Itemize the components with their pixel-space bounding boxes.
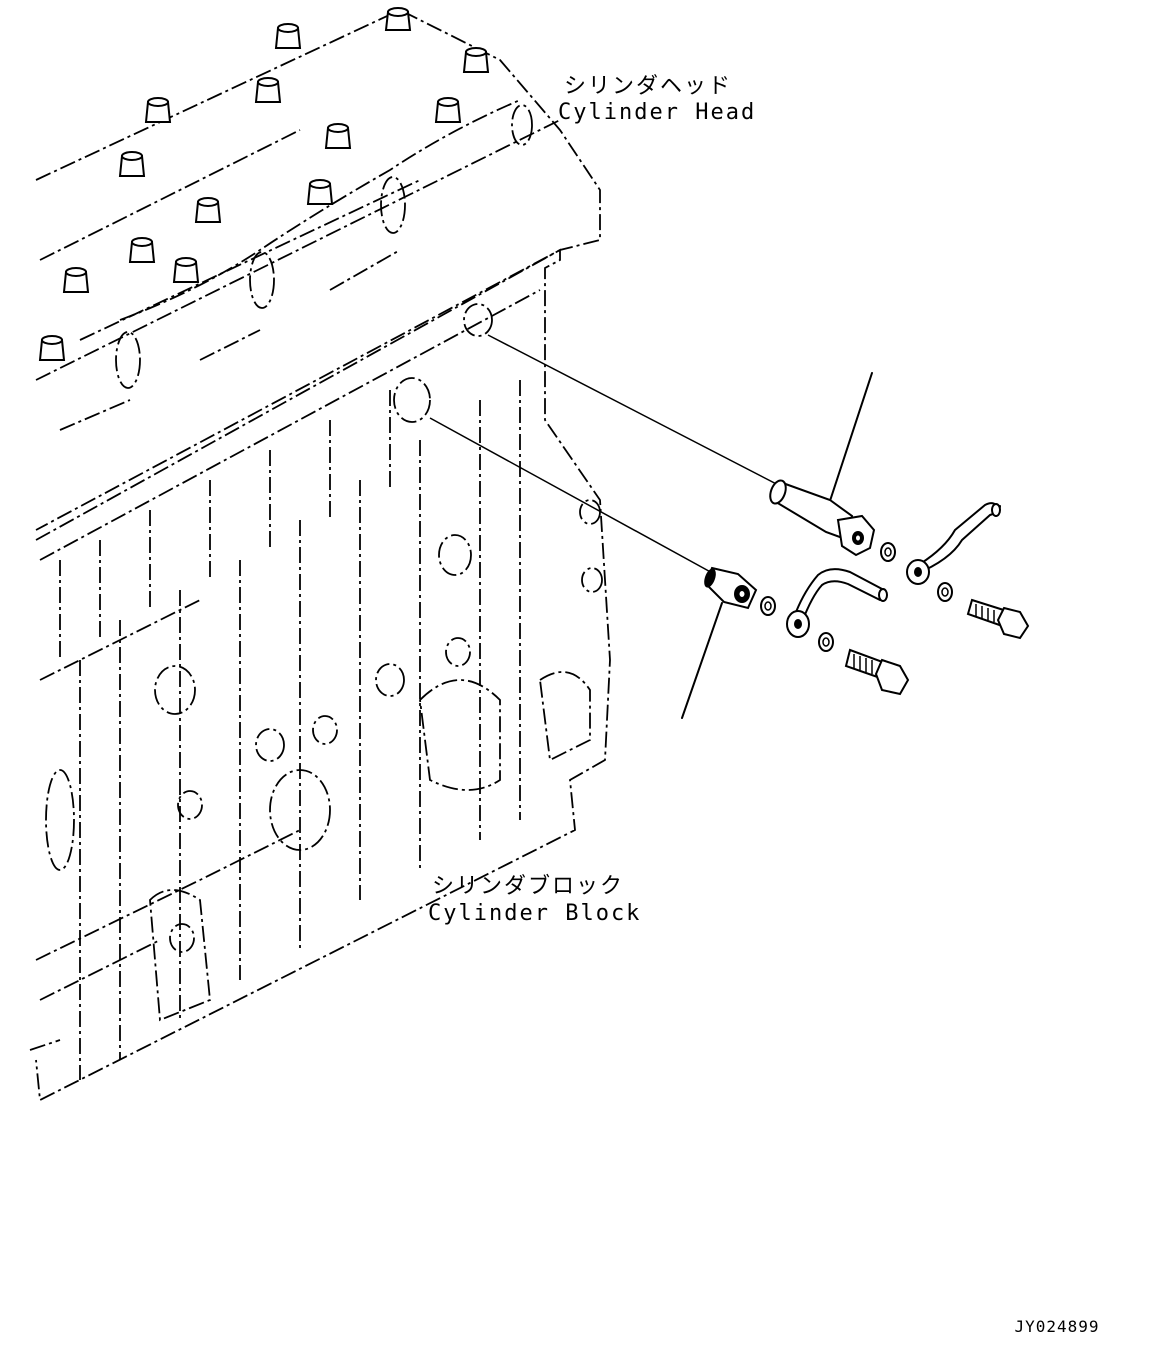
- lower-connector: [704, 566, 758, 610]
- drawing-code: JY024899: [1014, 1317, 1100, 1336]
- washers: [760, 542, 953, 652]
- lower-pipe: [786, 568, 888, 638]
- cylinder-block-outline: [29, 248, 611, 1102]
- cylinder-head-label: Cylinder Head: [558, 100, 757, 125]
- cylinder-head-outline: [35, 9, 601, 531]
- cylinder-block-label-jp: シリンダブロック: [431, 874, 624, 899]
- head-bolts: [38, 7, 490, 361]
- banjo-bolts: [844, 598, 1030, 696]
- cylinder-block-label: Cylinder Block: [428, 901, 642, 926]
- assembly-lines: [429, 334, 789, 576]
- upper-connector: [769, 479, 876, 557]
- part-pointers: [681, 372, 873, 719]
- cylinder-head-label-jp: シリンダヘッド: [563, 74, 732, 99]
- upper-pipe: [906, 502, 1001, 585]
